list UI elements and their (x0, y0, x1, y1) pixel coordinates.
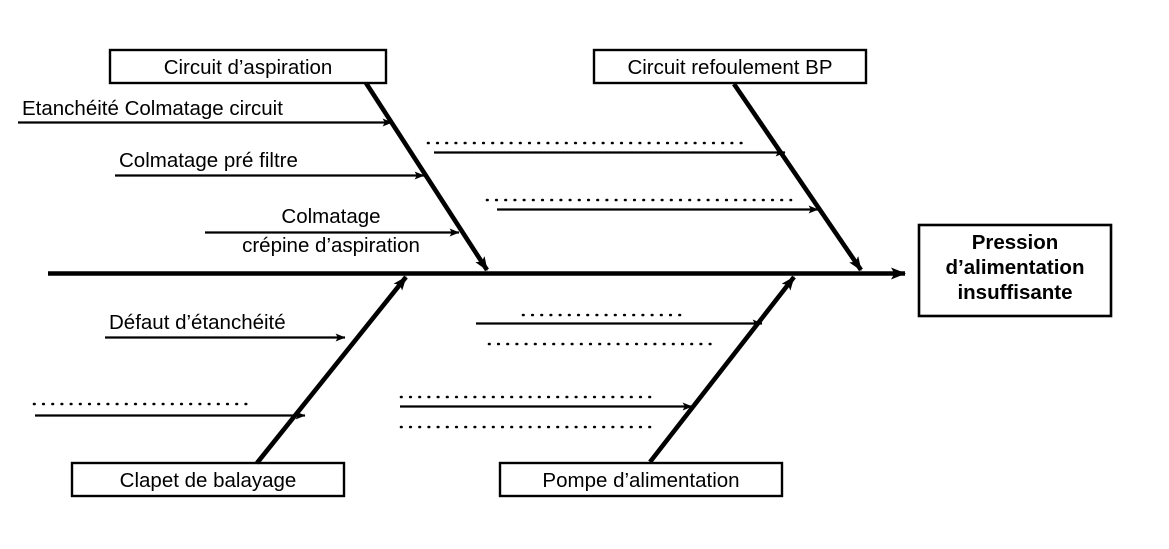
category-label-circuit-refoulement-bp: Circuit refoulement BP (627, 56, 832, 79)
category-box-pompe-alimentation (498, 461, 784, 498)
effect-label-line-2: d’alimentation (946, 256, 1085, 279)
effect-label-line-1: Pression (972, 231, 1059, 254)
cause-colmatage-crepine-aspiration[interactable]: Colmatage crépine d’aspiration (205, 205, 460, 257)
cause-label-colmatage-crepine-aspiration-line-2: crépine d’aspiration (242, 234, 420, 257)
cause-label-defaut-etancheite: Défaut d’étanchéité (109, 311, 286, 334)
cause-clapet-cause-2[interactable] (32, 402, 306, 420)
category-box-clapet-de-balayage (70, 461, 346, 498)
cause-etancheite-colmatage-circuit[interactable]: Etanchéité Colmatage circuit (18, 97, 393, 127)
cause-defaut-etancheite[interactable]: Défaut d’étanchéité (105, 311, 346, 342)
effect-label-line-3: insuffisante (957, 281, 1072, 304)
cause-refoulement-cause-2[interactable] (485, 198, 819, 214)
category-pompe-alimentation[interactable]: Pompe d’alimentation (498, 275, 796, 498)
bone-clapet-de-balayage (255, 275, 408, 465)
cause-refoulement-cause-1[interactable] (426, 141, 786, 157)
cause-pompe-cause-1[interactable] (476, 313, 763, 346)
cause-pompe-cause-2[interactable] (399, 395, 693, 429)
cause-label-colmatage-crepine-aspiration-line-1: Colmatage (281, 205, 380, 228)
category-circuit-aspiration[interactable]: Circuit d’aspiration (108, 48, 489, 272)
bone-pompe-alimentation (648, 275, 796, 464)
category-label-clapet-de-balayage: Clapet de balayage (120, 469, 297, 492)
category-circuit-refoulement-bp[interactable]: Circuit refoulement BP (592, 48, 868, 272)
effect-box[interactable]: Pression d’alimentation insuffisante (917, 223, 1113, 318)
category-clapet-de-balayage[interactable]: Clapet de balayage (70, 275, 408, 498)
category-label-circuit-aspiration: Circuit d’aspiration (164, 56, 333, 79)
bone-circuit-refoulement-bp (732, 82, 863, 272)
bone-circuit-aspiration (364, 81, 489, 272)
cause-label-etancheite-colmatage-circuit: Etanchéité Colmatage circuit (22, 97, 283, 120)
category-box-circuit-refoulement-bp (592, 48, 868, 85)
cause-label-colmatage-pre-filtre: Colmatage pré filtre (119, 149, 298, 172)
category-box-circuit-aspiration (108, 48, 388, 85)
category-label-pompe-alimentation: Pompe d’alimentation (542, 469, 739, 492)
cause-colmatage-pre-filtre[interactable]: Colmatage pré filtre (115, 149, 425, 180)
effect-box-rect (917, 223, 1113, 318)
